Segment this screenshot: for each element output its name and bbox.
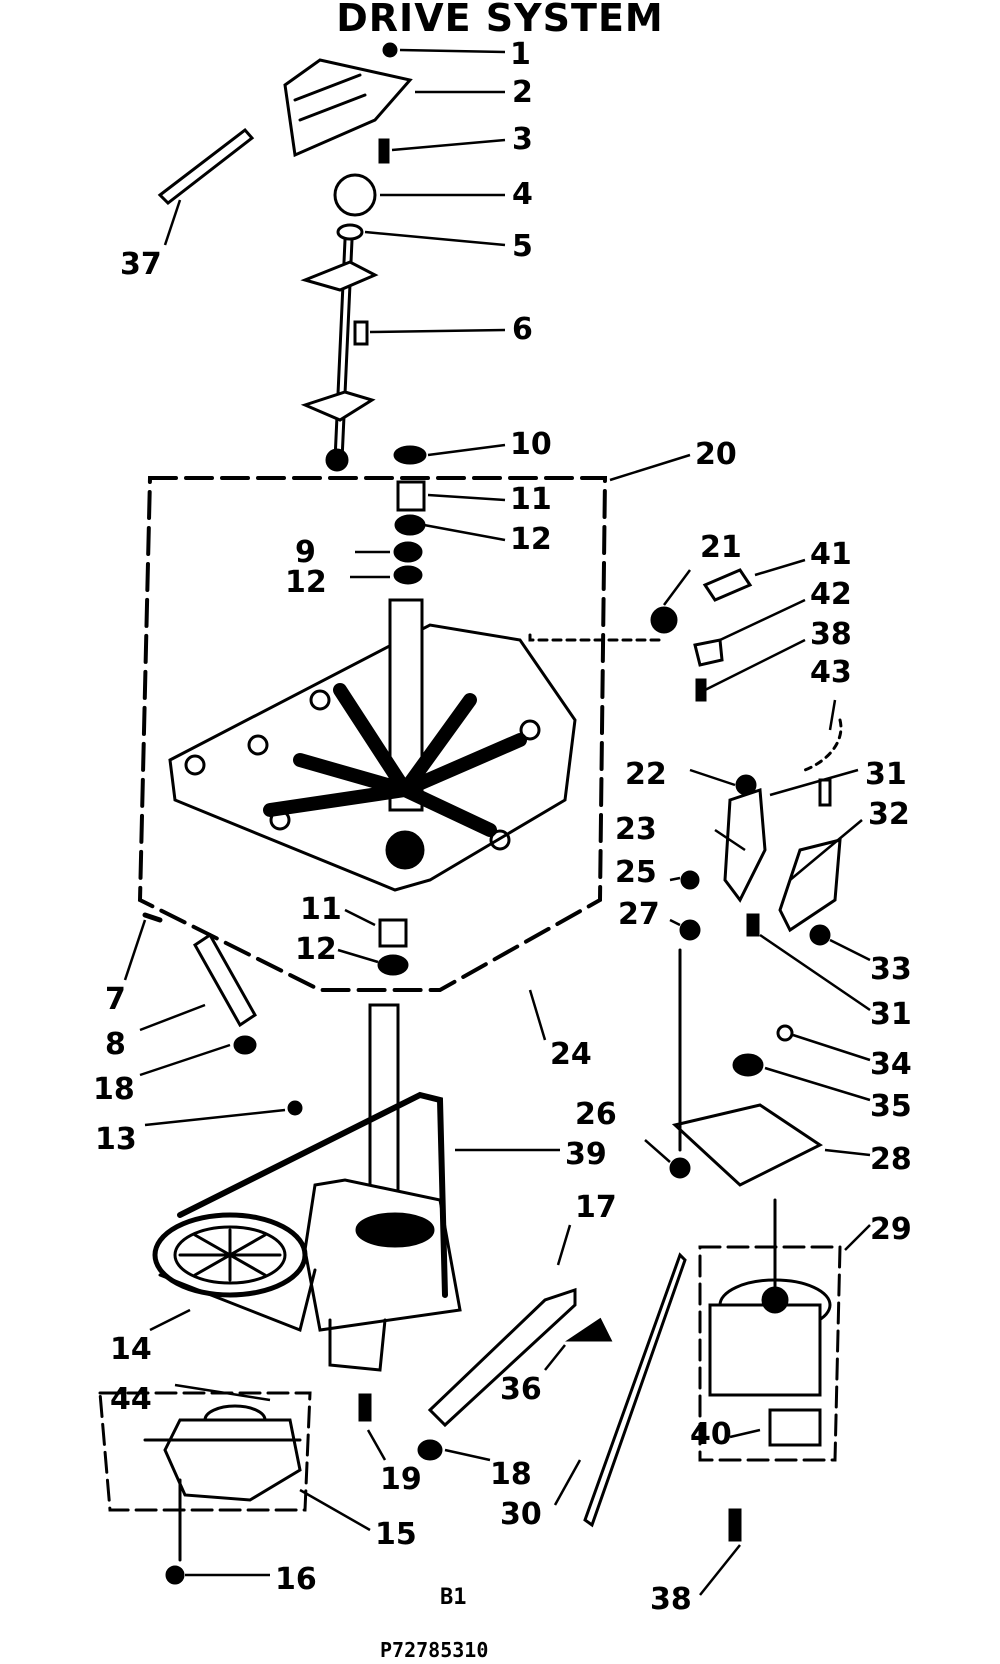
callout-13: 13 <box>95 1122 137 1157</box>
callout-20: 20 <box>695 437 737 472</box>
callout-32: 32 <box>868 797 910 832</box>
callout-22: 22 <box>625 757 667 792</box>
callout-12b: 12 <box>285 565 327 600</box>
callout-1: 1 <box>510 37 531 72</box>
callout-18b: 18 <box>490 1457 532 1492</box>
callout-39: 39 <box>565 1137 607 1172</box>
callout-34: 34 <box>870 1047 912 1082</box>
rod-part <box>157 127 255 205</box>
callout-33: 33 <box>870 952 912 987</box>
callout-27: 27 <box>618 897 660 932</box>
callout-18: 18 <box>93 1072 135 1107</box>
pump-boundary <box>98 1391 312 1512</box>
callout-38: 38 <box>810 617 852 652</box>
callout-10: 10 <box>510 427 552 462</box>
pump-part <box>143 1404 302 1562</box>
callout-5: 5 <box>512 229 533 264</box>
pulley-part <box>152 1212 317 1333</box>
callout-43: 43 <box>810 655 852 690</box>
callout-31b: 31 <box>870 997 912 1032</box>
callout-38b: 38 <box>650 1582 692 1617</box>
part-number: P72785310 <box>380 1638 489 1662</box>
callout-24: 24 <box>550 1037 592 1072</box>
callout-36: 36 <box>500 1372 542 1407</box>
callout-15: 15 <box>375 1517 417 1552</box>
callout-19: 19 <box>380 1462 422 1497</box>
callout-6: 6 <box>512 312 533 347</box>
callout-4: 4 <box>512 177 533 212</box>
motor-part <box>708 1198 832 1447</box>
callout-12: 12 <box>510 522 552 557</box>
base-plate-part <box>168 598 577 892</box>
ball-part <box>333 173 377 217</box>
callout-7: 7 <box>105 982 126 1017</box>
callout-11b: 11 <box>300 892 342 927</box>
callout-23: 23 <box>615 812 657 847</box>
transmission-part <box>303 1003 462 1372</box>
callout-41: 41 <box>810 537 852 572</box>
callout-3: 3 <box>512 122 533 157</box>
callout-14: 14 <box>110 1332 152 1367</box>
callout-44: 44 <box>110 1382 152 1417</box>
callout-42: 42 <box>810 577 852 612</box>
motor-mount-part <box>671 1103 823 1187</box>
bearing-stack-part <box>393 445 427 585</box>
callout-30: 30 <box>500 1497 542 1532</box>
washer-part <box>336 223 364 241</box>
top-bracket-part <box>283 42 413 164</box>
callout-40: 40 <box>690 1417 732 1452</box>
actuator-shaft-part <box>300 238 379 472</box>
callout-21: 21 <box>700 530 742 565</box>
callout-8: 8 <box>105 1027 126 1062</box>
callout-26: 26 <box>575 1097 617 1132</box>
callout-11: 11 <box>510 482 552 517</box>
motor-boundary <box>698 1245 842 1462</box>
callout-25: 25 <box>615 855 657 890</box>
belt-part <box>177 1091 448 1298</box>
panel-part <box>583 1252 687 1528</box>
callout-16: 16 <box>275 1562 317 1597</box>
callout-37: 37 <box>120 247 162 282</box>
page-code: B1 <box>440 1585 467 1610</box>
callout-35: 35 <box>870 1089 912 1124</box>
callout-12c: 12 <box>295 932 337 967</box>
callout-2: 2 <box>512 75 533 110</box>
callout-9: 9 <box>295 535 316 570</box>
assembly-boundary <box>137 476 608 992</box>
callout-28: 28 <box>870 1142 912 1177</box>
callout-17: 17 <box>575 1190 617 1225</box>
callout-31: 31 <box>865 757 907 792</box>
arm-part <box>427 1287 577 1428</box>
callout-29: 29 <box>870 1212 912 1247</box>
diagram-title: DRIVE SYSTEM <box>336 0 664 40</box>
